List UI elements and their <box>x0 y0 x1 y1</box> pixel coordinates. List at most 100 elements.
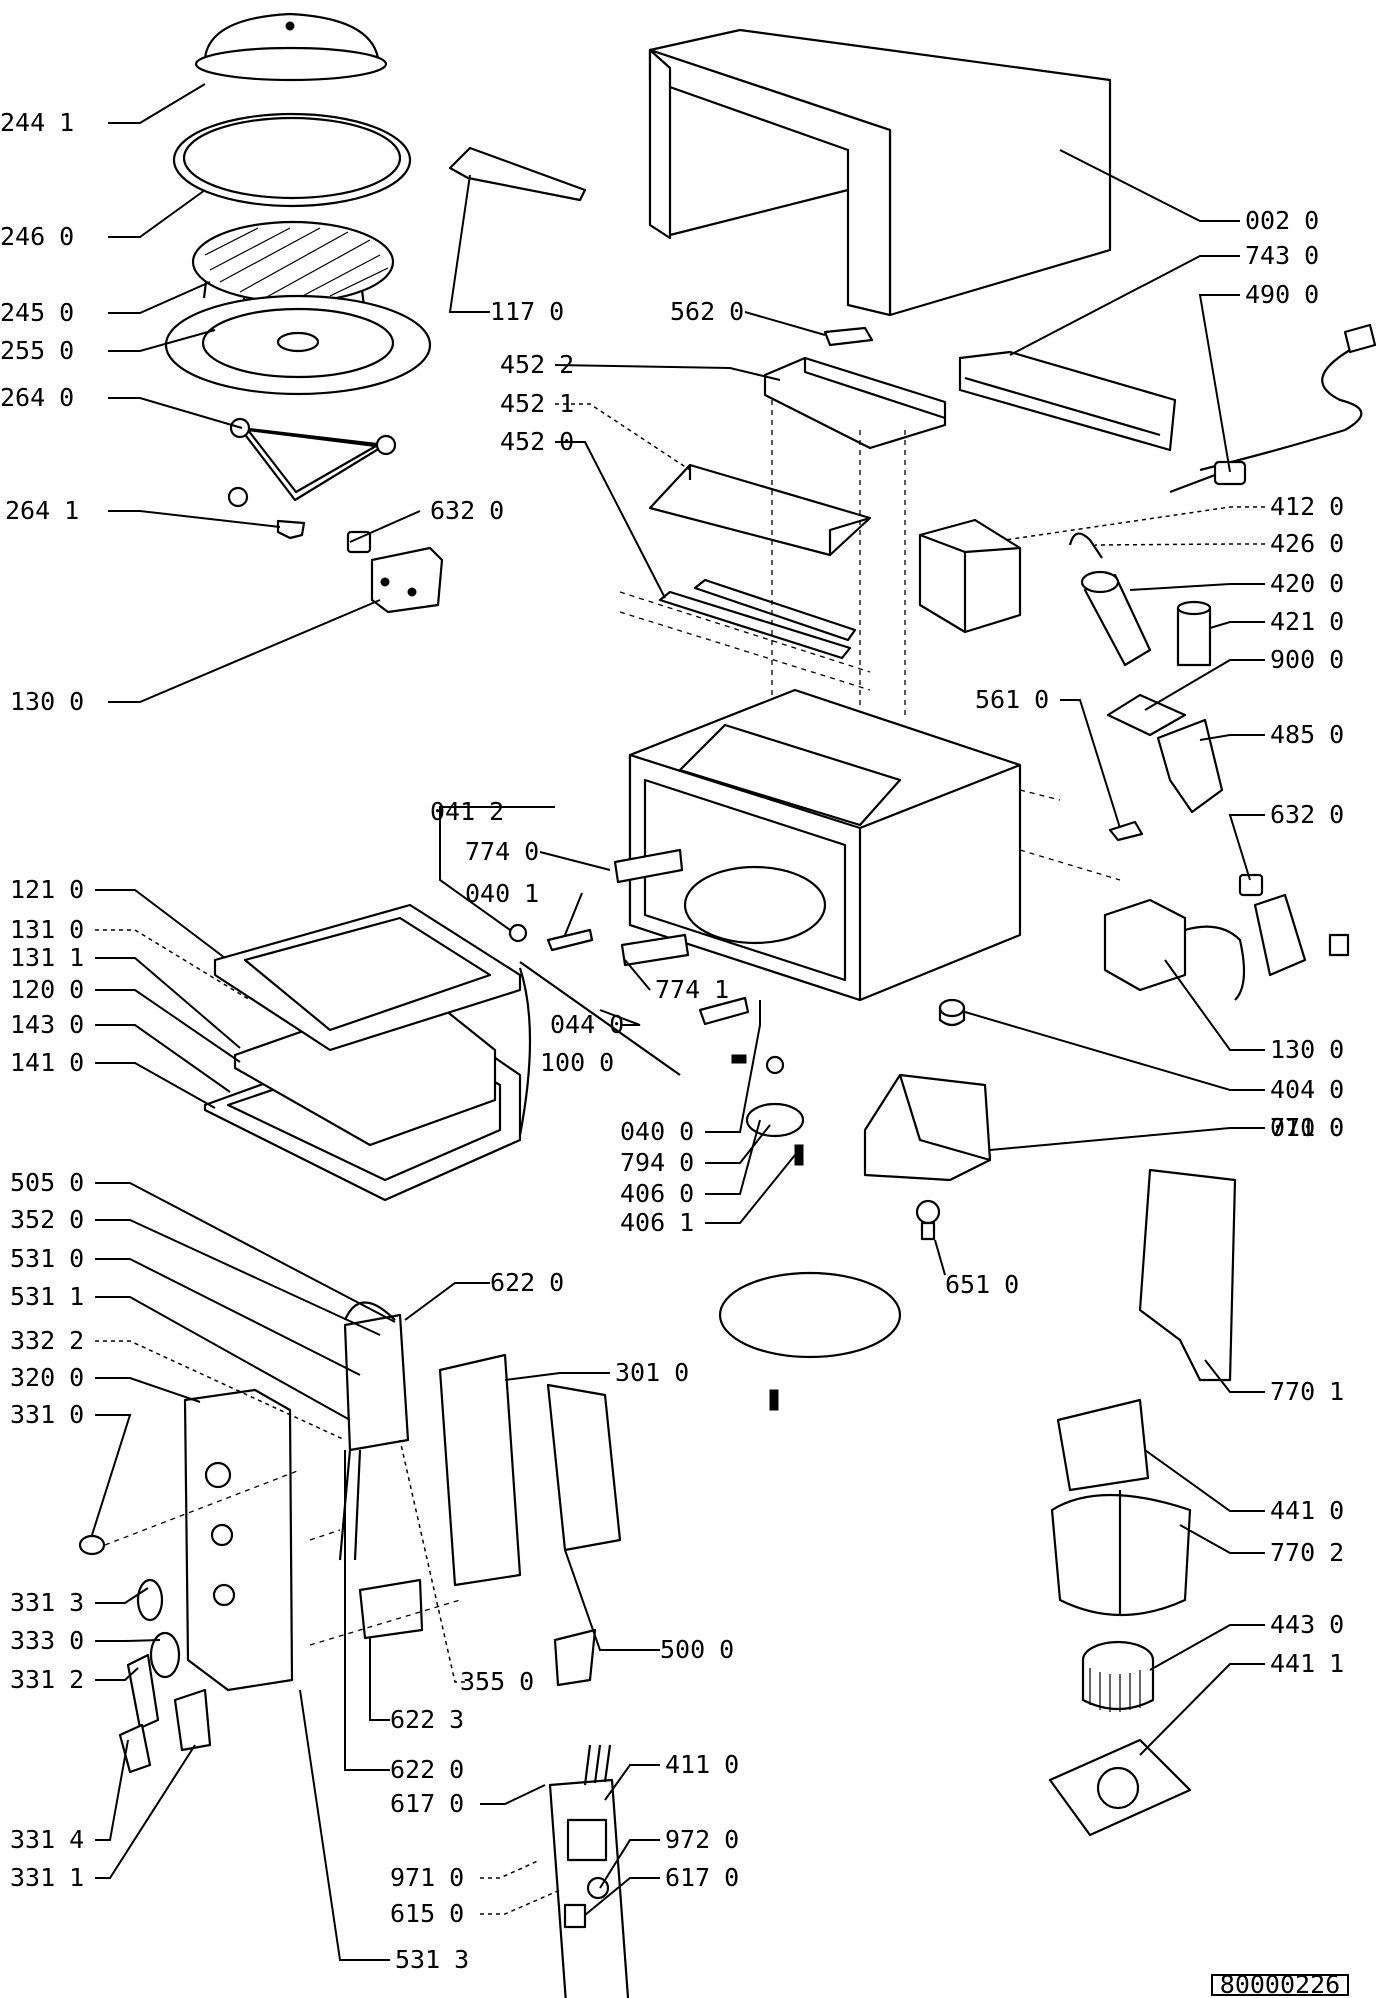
part-oven-cavity <box>628 688 1121 1002</box>
part-code: 562 <box>670 297 715 326</box>
part-sub: 0 <box>1034 685 1049 714</box>
part-wedge <box>448 146 587 202</box>
part-label: 420 0 <box>1270 569 1344 598</box>
part-code: 971 <box>390 1863 435 1892</box>
part-code: 117 <box>490 297 535 326</box>
part-code: 331 <box>10 1825 55 1854</box>
part-sub: 0 <box>59 298 74 327</box>
part-code: 331 <box>10 1863 55 1892</box>
part-sub: 1 <box>69 1282 84 1311</box>
part-sub: 0 <box>449 1863 464 1892</box>
part-sub: 0 <box>1329 1610 1344 1639</box>
part-sub: 0 <box>599 1048 614 1077</box>
part-transformer <box>918 518 1022 634</box>
part-code: 622 <box>390 1755 435 1784</box>
part-sub: 2 <box>69 1665 84 1694</box>
part-code: 130 <box>10 687 55 716</box>
part-code: 972 <box>665 1825 710 1854</box>
part-code: 332 <box>10 1326 55 1355</box>
part-code: 421 <box>1270 607 1315 636</box>
part-code: 632 <box>1270 800 1315 829</box>
part-cabinet <box>648 28 1112 317</box>
part-code: 452 <box>500 350 545 379</box>
part-sub: 0 <box>449 1899 464 1928</box>
part-code: 622 <box>490 1268 535 1297</box>
part-clip <box>276 519 306 540</box>
part-sub: 3 <box>69 1588 84 1617</box>
part-code: 441 <box>1270 1496 1315 1525</box>
part-code: 561 <box>975 685 1020 714</box>
part-sub: 0 <box>679 1148 694 1177</box>
part-code: 100 <box>540 1048 585 1077</box>
part-sub: 0 <box>1329 1113 1344 1142</box>
part-code: 331 <box>10 1400 55 1429</box>
part-sub: 0 <box>549 297 564 326</box>
part-switch-left <box>346 530 372 554</box>
part-label: 331 4 <box>10 1825 84 1854</box>
part-code: 632 <box>430 496 475 525</box>
part-code: 244 <box>0 108 45 137</box>
part-sub: 0 <box>1329 529 1344 558</box>
part-sub: 0 <box>69 1168 84 1197</box>
part-lamp <box>915 1199 941 1241</box>
part-sub: 2 <box>69 1326 84 1355</box>
part-sub: 3 <box>449 1705 464 1734</box>
alignment-lines <box>104 400 906 1646</box>
part-sub: 0 <box>1329 607 1344 636</box>
part-sub: 1 <box>679 1208 694 1237</box>
part-sub: 1 <box>559 389 574 418</box>
part-code: 255 <box>0 336 45 365</box>
part-code: 505 <box>10 1168 55 1197</box>
part-air-duct <box>863 1073 992 1182</box>
part-code: 264 <box>0 383 45 412</box>
part-label: 332 2 <box>10 1326 84 1355</box>
part-sub: 4 <box>69 1825 84 1854</box>
part-code: 420 <box>1270 569 1315 598</box>
part-top-cover <box>763 356 947 450</box>
part-code: 651 <box>945 1270 990 1299</box>
part-code: 770 <box>1270 1377 1315 1406</box>
part-rod <box>519 961 681 1076</box>
part-label: 971 0 <box>390 1863 464 1892</box>
part-code: 411 <box>665 1750 710 1779</box>
part-code: 426 <box>1270 529 1315 558</box>
part-sub: 0 <box>69 1400 84 1429</box>
part-base-plate <box>1048 1738 1192 1837</box>
part-sub: 0 <box>59 336 74 365</box>
part-code: 131 <box>10 943 55 972</box>
part-power-cord <box>1169 323 1377 494</box>
part-plate-774-bottom <box>620 933 690 967</box>
part-code: 900 <box>1270 645 1315 674</box>
document-number-box: 80000226 <box>1211 1970 1349 1998</box>
part-sub: 0 <box>1329 1035 1344 1064</box>
part-code: 794 <box>620 1148 665 1177</box>
part-sub: 3 <box>454 1945 469 1974</box>
part-sub: 0 <box>549 1268 564 1297</box>
part-sub: 0 <box>724 1825 739 1854</box>
part-code: 011 <box>1270 1113 1315 1142</box>
part-code: 412 <box>1270 492 1315 521</box>
part-sub: 0 <box>69 915 84 944</box>
part-sub: 0 <box>1329 569 1344 598</box>
